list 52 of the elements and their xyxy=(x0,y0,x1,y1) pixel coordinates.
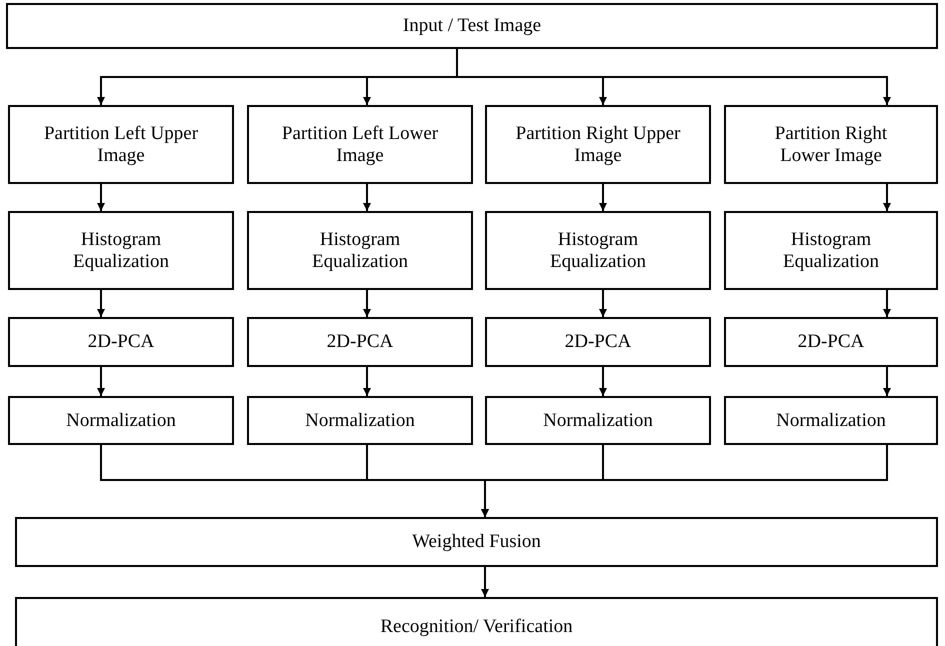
partition-box xyxy=(724,105,938,184)
normalization-box xyxy=(8,396,234,445)
box-label: Partition Left Upper Image xyxy=(42,122,200,166)
partition-box xyxy=(247,105,473,184)
histogram-equalization-box xyxy=(8,211,234,290)
arrow xyxy=(599,290,607,317)
box-label: 2D-PCA xyxy=(564,331,632,353)
recognition-box xyxy=(15,597,938,646)
arrow xyxy=(97,290,105,317)
fusion-box xyxy=(15,517,938,567)
histogram-equalization-box xyxy=(724,211,938,290)
arrow xyxy=(363,184,371,211)
arrow xyxy=(883,367,891,396)
box-label: Normalization xyxy=(776,410,886,432)
input-box xyxy=(6,3,938,49)
pca-box xyxy=(8,317,234,367)
box-label: Histogram Equalization xyxy=(548,228,648,272)
histogram-equalization-box xyxy=(247,211,473,290)
box-label: Recognition/ Verification xyxy=(380,616,573,638)
box-label: Partition Left Lower Image xyxy=(280,122,440,166)
partition-box xyxy=(485,105,711,184)
arrow xyxy=(97,367,105,396)
normalization-box xyxy=(724,396,938,445)
box-label: 2D-PCA xyxy=(326,331,394,353)
arrow xyxy=(363,290,371,317)
arrow xyxy=(599,184,607,211)
partition-box xyxy=(8,105,234,184)
arrow xyxy=(363,367,371,396)
box-label: Histogram Equalization xyxy=(310,228,410,272)
normalization-box xyxy=(247,396,473,445)
box-label: 2D-PCA xyxy=(798,331,864,353)
box-label: Histogram Equalization xyxy=(72,228,170,272)
pca-box xyxy=(485,317,711,367)
box-label: Partition Right Upper Image xyxy=(514,122,682,166)
arrow xyxy=(97,184,105,211)
arrow xyxy=(481,445,888,517)
normalization-box xyxy=(485,396,711,445)
pca-box xyxy=(724,317,938,367)
box-label: Normalization xyxy=(66,410,176,432)
arrow xyxy=(481,567,489,597)
box-label: 2D-PCA xyxy=(88,331,154,353)
box-label: Partition Right Lower Image xyxy=(774,122,888,166)
box-label: Weighted Fusion xyxy=(412,531,541,553)
histogram-equalization-box xyxy=(485,211,711,290)
box-label: Normalization xyxy=(543,410,653,432)
arrow xyxy=(883,290,891,317)
box-label: Input / Test Image xyxy=(402,15,542,37)
box-label: Normalization xyxy=(305,410,415,432)
arrow xyxy=(599,367,607,396)
box-label: Histogram Equalization xyxy=(782,228,880,272)
pca-box xyxy=(247,317,473,367)
arrow xyxy=(883,184,891,211)
